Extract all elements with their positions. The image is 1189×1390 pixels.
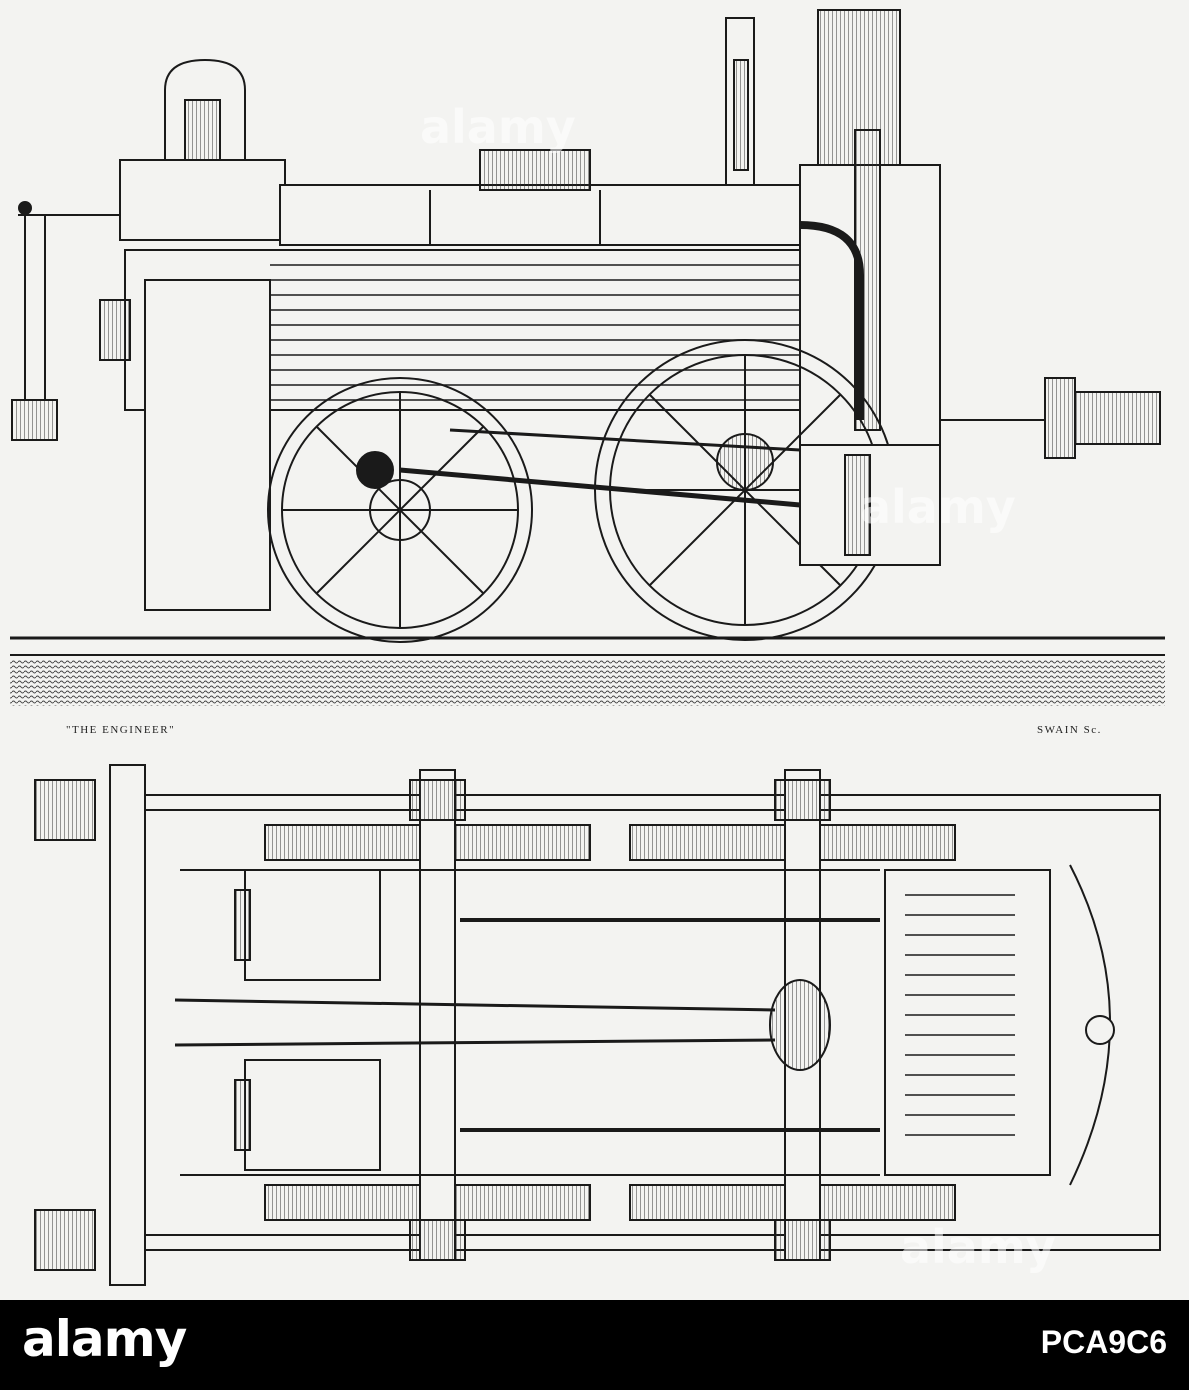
engraver-caption-right: SWAIN Sc. [1037,724,1102,736]
engraving-plate: "THE ENGINEER" SWAIN Sc. alamy alamy ala… [0,0,1189,1300]
buffer-left-top [34,779,96,841]
manhole-cover [479,149,591,191]
engraver-caption-left: "THE ENGINEER" [66,724,176,736]
firebox [144,279,271,611]
crank [769,979,831,1071]
stock-footer-bar: alamy PCA9C6 [0,1300,1189,1390]
plan-view [34,764,1161,1286]
driving-wheel-rear [267,377,533,643]
stock-logo[interactable]: alamy [22,1310,187,1368]
locomotive-drawing [10,9,1165,1286]
front-buffer [1044,377,1076,459]
cylinder-plan-bottom [244,1059,381,1171]
buffer-beam [109,764,146,1286]
buffer-left-bottom [34,1209,96,1271]
firebox-top [119,159,286,241]
track-bed [10,660,1165,706]
cylinder-plan-top [244,869,381,981]
axle-rear [419,769,456,1261]
grate-bars [905,894,1015,1136]
connecting-rod [399,467,801,508]
image-id-label: PCA9C6 [1040,1324,1167,1360]
side-elevation [10,9,1165,706]
firegrate [884,869,1051,1176]
frame-outline [144,794,1161,1251]
boiler-top-tube [279,184,801,246]
